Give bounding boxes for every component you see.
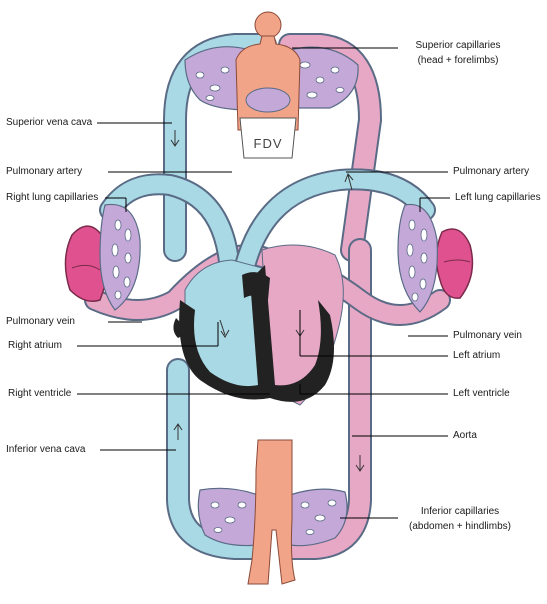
pulmonary-loops: [84, 168, 451, 326]
right-ventricle-label: Right ventricle: [8, 388, 72, 399]
left-lung-capillaries-label: Left lung capillaries: [455, 192, 541, 203]
pulmonary-artery-label-left: Pulmonary artery: [6, 166, 83, 177]
inferior-capillary-bed: [197, 487, 348, 547]
left-ventricle-label: Left ventricle: [453, 388, 510, 399]
superior-capillaries-label: Superior capillaries: [415, 40, 501, 51]
pulmonary-vein-label-right: Pulmonary vein: [453, 330, 522, 341]
figure-tag-text: FDV: [254, 136, 283, 151]
aorta-label: Aorta: [453, 430, 477, 441]
pulmonary-artery-label-right: Pulmonary artery: [453, 166, 530, 177]
inferior-vena-cava-label: Inferior vena cava: [6, 444, 86, 455]
left-atrium-label: Left atrium: [453, 350, 501, 361]
right-atrium-label: Right atrium: [8, 340, 62, 351]
left-lung: [435, 228, 474, 299]
right-lung-capillary-bed: [99, 203, 141, 311]
right-lung-capillaries-label: Right lung capillaries: [6, 192, 99, 203]
upper-body-figure: FDV: [235, 11, 301, 159]
pulmonary-vein-label-left: Pulmonary vein: [6, 316, 75, 327]
left-lung-capillary-bed: [397, 203, 438, 313]
superior-capillary-bed: [184, 46, 359, 111]
inferior-capillaries-label: Inferior capillaries: [420, 506, 500, 517]
label-leader-lines: [77, 47, 450, 519]
lower-body-figure: [247, 439, 296, 585]
inferior-capillaries-sublabel: (abdomen + hindlimbs): [409, 521, 511, 532]
heart: [173, 244, 344, 406]
superior-capillaries-sublabel: (head + forelimbs): [417, 55, 499, 66]
superior-vena-cava-label: Superior vena cava: [6, 117, 93, 128]
right-lung: [64, 225, 109, 302]
lower-circulation-loop: [166, 238, 372, 560]
